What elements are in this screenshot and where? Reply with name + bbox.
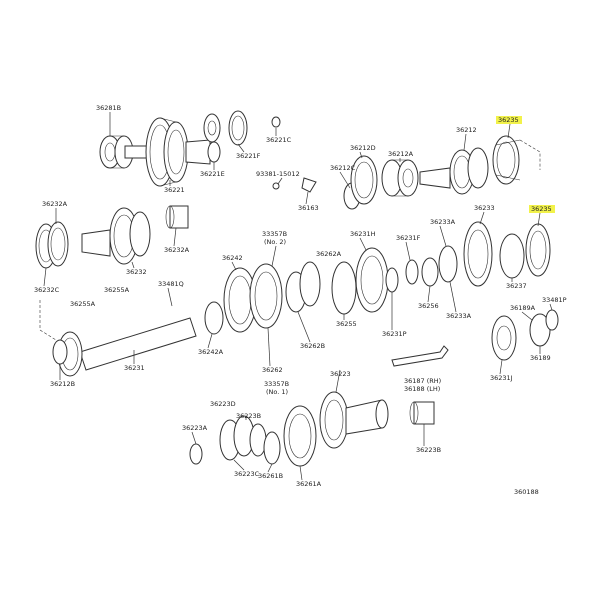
label: 36261B bbox=[258, 472, 283, 480]
label: 36187 (RH) bbox=[404, 377, 441, 385]
label: 36233 bbox=[474, 204, 495, 212]
label: 36223 bbox=[330, 370, 351, 378]
label: 36232A bbox=[164, 246, 190, 254]
part-36163-key[interactable] bbox=[301, 177, 317, 193]
label: 36255A bbox=[70, 300, 96, 308]
part-36237-hub[interactable] bbox=[499, 233, 525, 279]
label: 36163 bbox=[298, 204, 319, 212]
label: 36281B bbox=[96, 104, 121, 112]
label: 36242 bbox=[222, 254, 243, 262]
label: 36212B bbox=[50, 380, 75, 388]
part-93381-pin[interactable] bbox=[272, 182, 280, 190]
label: 36255A bbox=[104, 286, 130, 294]
part-36242A-bearing[interactable] bbox=[204, 301, 224, 335]
part-36212-shaft-gear[interactable] bbox=[419, 147, 489, 195]
label: 36256 bbox=[418, 302, 439, 310]
label: 36223C bbox=[234, 470, 260, 478]
label: (No. 2) bbox=[264, 238, 286, 246]
part-36262A-ring[interactable] bbox=[299, 261, 321, 307]
label: 36231F bbox=[396, 234, 421, 242]
part-36231J-bearing[interactable] bbox=[491, 315, 517, 361]
label: 36233A bbox=[430, 218, 456, 226]
part-36223B-bearing[interactable] bbox=[409, 401, 435, 425]
part-36221-gear[interactable] bbox=[124, 113, 221, 187]
label: 36221C bbox=[266, 136, 292, 144]
label: 36262A bbox=[316, 250, 342, 258]
label: 36235 bbox=[498, 116, 519, 124]
part-36223A-ring[interactable] bbox=[189, 443, 203, 465]
label: 36231J bbox=[490, 374, 513, 382]
label: 36232C bbox=[34, 286, 60, 294]
leader-lines bbox=[43, 112, 553, 481]
label: 36223A bbox=[182, 424, 208, 432]
label: 36231 bbox=[124, 364, 145, 372]
label: 36212C bbox=[330, 164, 356, 172]
label: 36223D bbox=[210, 400, 236, 408]
label: 36188 (LH) bbox=[404, 385, 440, 393]
part-36262-gear[interactable] bbox=[249, 263, 283, 329]
label: 36232 bbox=[126, 268, 147, 276]
label: (No. 1) bbox=[266, 388, 288, 396]
label: 36223B bbox=[236, 412, 261, 420]
label: 33357B bbox=[262, 230, 287, 238]
label: 36262B bbox=[300, 342, 325, 350]
part-36231F-snapring[interactable] bbox=[405, 259, 419, 285]
part-36187-fork[interactable] bbox=[391, 345, 449, 367]
part-36221F-ring[interactable] bbox=[228, 110, 248, 146]
label: 36255 bbox=[336, 320, 357, 328]
part-36212B-bearing[interactable] bbox=[52, 339, 68, 365]
label: 33481P bbox=[542, 296, 567, 304]
part-36231P-ring[interactable] bbox=[385, 267, 399, 293]
part-36233-gear[interactable] bbox=[463, 221, 493, 287]
part-36261B-ring[interactable] bbox=[263, 431, 281, 465]
part-36232A-bearing[interactable] bbox=[165, 205, 189, 229]
label: 36261A bbox=[296, 480, 322, 488]
part-36221C-ring[interactable] bbox=[271, 116, 281, 128]
label: 36212 bbox=[456, 126, 477, 134]
part-36212A-bearing[interactable] bbox=[381, 159, 419, 197]
label: 36242A bbox=[198, 348, 224, 356]
label: 36223B bbox=[416, 446, 441, 454]
label: 93381-15012 bbox=[256, 170, 300, 178]
part-36261A-gear[interactable] bbox=[283, 405, 317, 467]
part-36235-ring-top[interactable] bbox=[492, 135, 521, 185]
guide-line-left bbox=[39, 300, 57, 341]
part-36212D-ring[interactable] bbox=[350, 155, 378, 205]
label: 36233A bbox=[446, 312, 472, 320]
label: 36221 bbox=[164, 186, 185, 194]
part-36256-collar[interactable] bbox=[421, 257, 439, 287]
highlight-36235-top bbox=[496, 116, 522, 124]
label: 36221E bbox=[200, 170, 225, 178]
label: 36212A bbox=[388, 150, 414, 158]
label: 33481Q bbox=[158, 280, 184, 288]
label: 36231H bbox=[350, 230, 376, 238]
guide-line-right bbox=[519, 139, 541, 170]
label: 36189A bbox=[510, 304, 536, 312]
part-36223-countershaft[interactable] bbox=[319, 391, 389, 449]
label: 36262 bbox=[262, 366, 283, 374]
part-36235-ring-bottom[interactable] bbox=[525, 223, 551, 277]
label: 33357B bbox=[264, 380, 289, 388]
highlight-36235-bottom bbox=[529, 205, 555, 213]
part-36189A-washer[interactable] bbox=[545, 309, 559, 331]
label: 36237 bbox=[506, 282, 527, 290]
label: 36232A bbox=[42, 200, 68, 208]
part-36232-gear[interactable] bbox=[81, 207, 151, 265]
part-36232A-ring[interactable] bbox=[47, 221, 69, 267]
part-36231H-bearing[interactable] bbox=[355, 247, 389, 313]
label: 36221F bbox=[236, 152, 261, 160]
label: 36235 bbox=[531, 205, 552, 213]
part-36233A-bearing[interactable] bbox=[438, 245, 458, 283]
part-36255-ring[interactable] bbox=[331, 261, 357, 315]
label: 36189 bbox=[530, 354, 551, 362]
label: 36212D bbox=[350, 144, 376, 152]
part-36223B-ring[interactable] bbox=[249, 423, 267, 457]
label: 36231P bbox=[382, 330, 407, 338]
label-layer: 36281B 36221C 36221F 36221E 36221 93381-… bbox=[34, 104, 567, 496]
part-36281B-bearing[interactable] bbox=[99, 135, 134, 169]
figure-number: 360188 bbox=[514, 488, 539, 496]
part-36221E-collar[interactable] bbox=[207, 141, 221, 163]
